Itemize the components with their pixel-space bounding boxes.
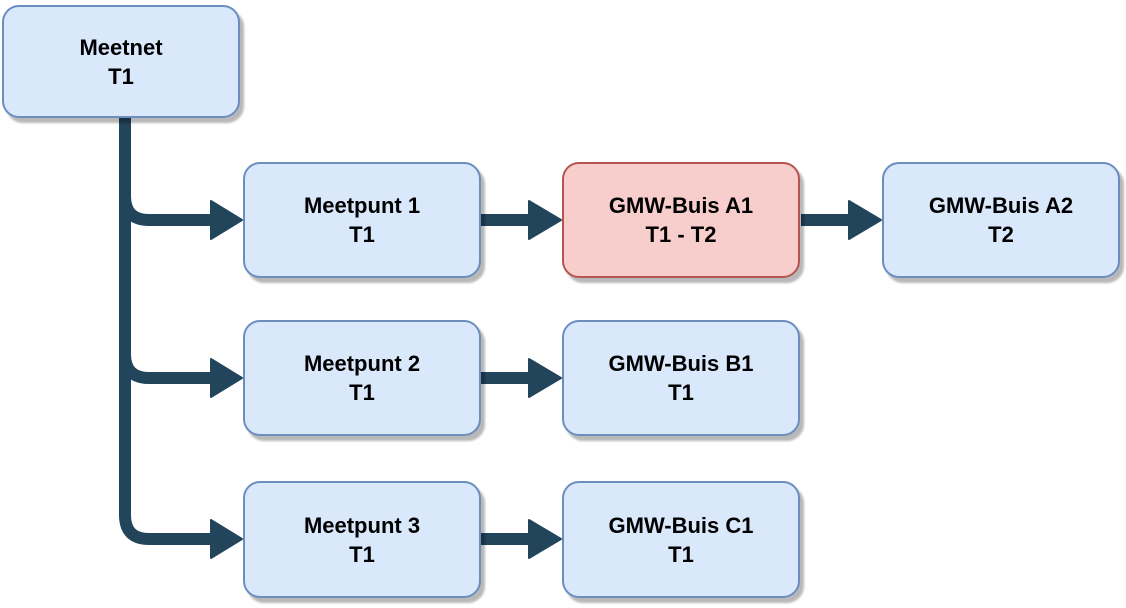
node-sublabel: T2	[988, 222, 1014, 247]
node-sublabel: T1	[668, 380, 694, 405]
arrowhead-icon	[528, 200, 562, 240]
arrowhead-icon	[528, 519, 562, 559]
node-meetnet: Meetnet T1	[2, 5, 240, 118]
node-label: Meetpunt 3	[303, 512, 421, 538]
node-gmw-buis-c1: GMW-Buis C1 T1	[562, 481, 800, 598]
node-meetpunt-1: Meetpunt 1 T1	[243, 162, 481, 278]
arrowhead-icon	[210, 358, 243, 398]
node-label: Meetpunt 2	[303, 351, 421, 376]
node-sublabel: T1 - T2	[645, 222, 717, 247]
arrowhead-icon	[848, 200, 882, 240]
node-sublabel: T1	[349, 541, 375, 567]
node-label: Meetnet	[79, 34, 163, 60]
node-sublabel: T1	[108, 63, 134, 89]
arrowhead-icon	[210, 200, 243, 240]
node-sublabel: T1	[668, 541, 694, 567]
edge-meetnet-meetpunt1	[119, 116, 212, 226]
edge-meetnet-meetpunt3	[119, 116, 212, 545]
node-label: GMW-Buis C1	[608, 512, 754, 538]
node-label: Meetpunt 1	[303, 193, 421, 218]
node-label: GMW-Buis B1	[608, 351, 754, 376]
node-gmw-buis-a2: GMW-Buis A2 T2	[882, 162, 1120, 278]
arrowhead-icon	[528, 358, 562, 398]
node-meetpunt-3: Meetpunt 3 T1	[243, 481, 481, 598]
node-label: GMW-Buis A1	[608, 193, 754, 218]
node-gmw-buis-a1: GMW-Buis A1 T1 - T2	[562, 162, 800, 278]
node-sublabel: T1	[349, 222, 375, 247]
node-label: GMW-Buis A2	[928, 193, 1074, 218]
node-sublabel: T1	[349, 380, 375, 405]
node-meetpunt-2: Meetpunt 2 T1	[243, 320, 481, 436]
arrowhead-icon	[210, 519, 243, 559]
edge-meetnet-meetpunt2	[119, 116, 212, 384]
node-gmw-buis-b1: GMW-Buis B1 T1	[562, 320, 800, 436]
